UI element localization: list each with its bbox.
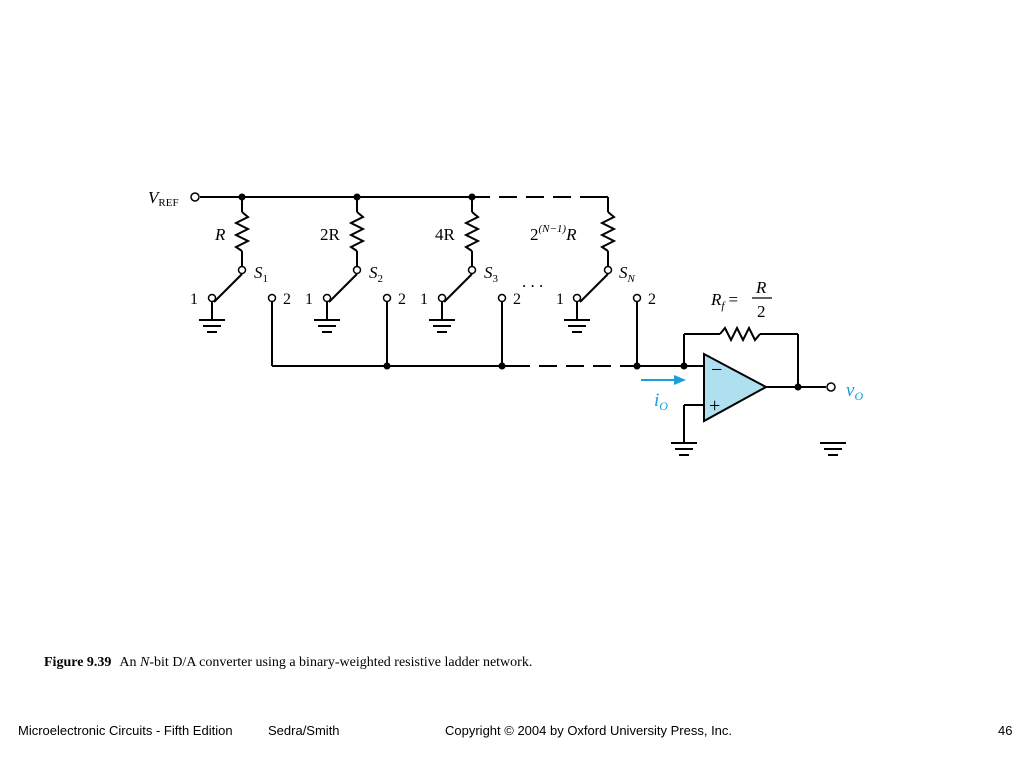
opamp-minus: − (711, 359, 722, 381)
switch-2-blade (328, 273, 358, 303)
resistor-n-label: 2(N−1)R (530, 223, 577, 244)
vo-label: vO (846, 380, 863, 403)
junction-dot (383, 362, 391, 370)
current-arrow-icon (641, 375, 686, 385)
switch-1-label: S1 (254, 263, 268, 285)
resistor-2-label: 2R (320, 225, 341, 244)
junction-dot (238, 193, 246, 201)
footer-title: Microelectronic Circuits - Fifth Edition (18, 723, 233, 738)
terminal-2-label: 2 (648, 291, 656, 308)
switch-n-blade (579, 273, 609, 303)
caption-pre: An (119, 655, 141, 670)
switch-terminal-1 (437, 293, 447, 303)
junction-dot (468, 193, 476, 201)
terminal-1-label: 1 (305, 291, 313, 308)
junction-dot (794, 383, 802, 391)
rf-numerator: R (755, 278, 767, 297)
terminal-2-label: 2 (513, 291, 521, 308)
resistor-2 (348, 211, 366, 252)
switch-terminal-1 (572, 293, 582, 303)
resistor-1-label: R (214, 225, 226, 244)
figure-caption: Figure 9.39 An N-bit D/A converter using … (44, 655, 532, 671)
rf-label: Rf= (710, 290, 738, 312)
terminal-1-label: 1 (190, 291, 198, 308)
footer-copyright: Copyright © 2004 by Oxford University Pr… (445, 723, 733, 738)
switch-terminal-2 (632, 293, 642, 303)
caption-italic: N (140, 655, 150, 670)
resistor-n (599, 211, 617, 252)
ground-icon (199, 319, 225, 333)
resistor-3 (463, 211, 481, 252)
resistor-3-label: 4R (435, 225, 456, 244)
caption-text: -bit D/A converter using a binary-weight… (149, 655, 533, 670)
output-terminal (826, 382, 836, 392)
terminal-2-label: 2 (283, 291, 291, 308)
terminal-2-label: 2 (398, 291, 406, 308)
switch-3-label: S3 (484, 263, 499, 285)
switch-pivot (237, 265, 247, 275)
vref-label: VREF (148, 188, 179, 209)
output-ground-icon (820, 442, 846, 456)
switch-terminal-2 (497, 293, 507, 303)
switch-2-label: S2 (369, 263, 383, 285)
junction-dot (353, 193, 361, 201)
opamp-plus: + (709, 395, 720, 417)
ground-icon (314, 319, 340, 333)
switch-terminal-1 (322, 293, 332, 303)
ground-icon (429, 319, 455, 333)
junction-dot (498, 362, 506, 370)
switch-pivot (352, 265, 362, 275)
switch-1-blade (213, 273, 243, 303)
switch-terminal-1 (207, 293, 217, 303)
vref-terminal (190, 192, 200, 202)
switch-pivot (603, 265, 613, 275)
ground-icon (564, 319, 590, 333)
io-label: iO (654, 390, 668, 413)
switch-3-blade (443, 273, 473, 303)
footer-authors: Sedra/Smith (268, 723, 340, 738)
footer-page-number: 46 (998, 723, 1013, 738)
switch-terminal-2 (267, 293, 277, 303)
opamp (703, 352, 769, 423)
switch-n-label: SN (619, 263, 636, 285)
terminal-1-label: 1 (420, 291, 428, 308)
switch-terminal-2 (382, 293, 392, 303)
switch-pivot (467, 265, 477, 275)
feedback-resistor (719, 325, 761, 343)
junction-dot (680, 362, 688, 370)
ellipsis: . . . (522, 272, 543, 291)
ground-icon (671, 442, 697, 456)
resistor-1 (233, 211, 251, 252)
junction-dot (633, 362, 641, 370)
figure-number: Figure 9.39 (44, 655, 112, 670)
rf-denominator: 2 (757, 302, 766, 321)
terminal-1-label: 1 (556, 291, 564, 308)
